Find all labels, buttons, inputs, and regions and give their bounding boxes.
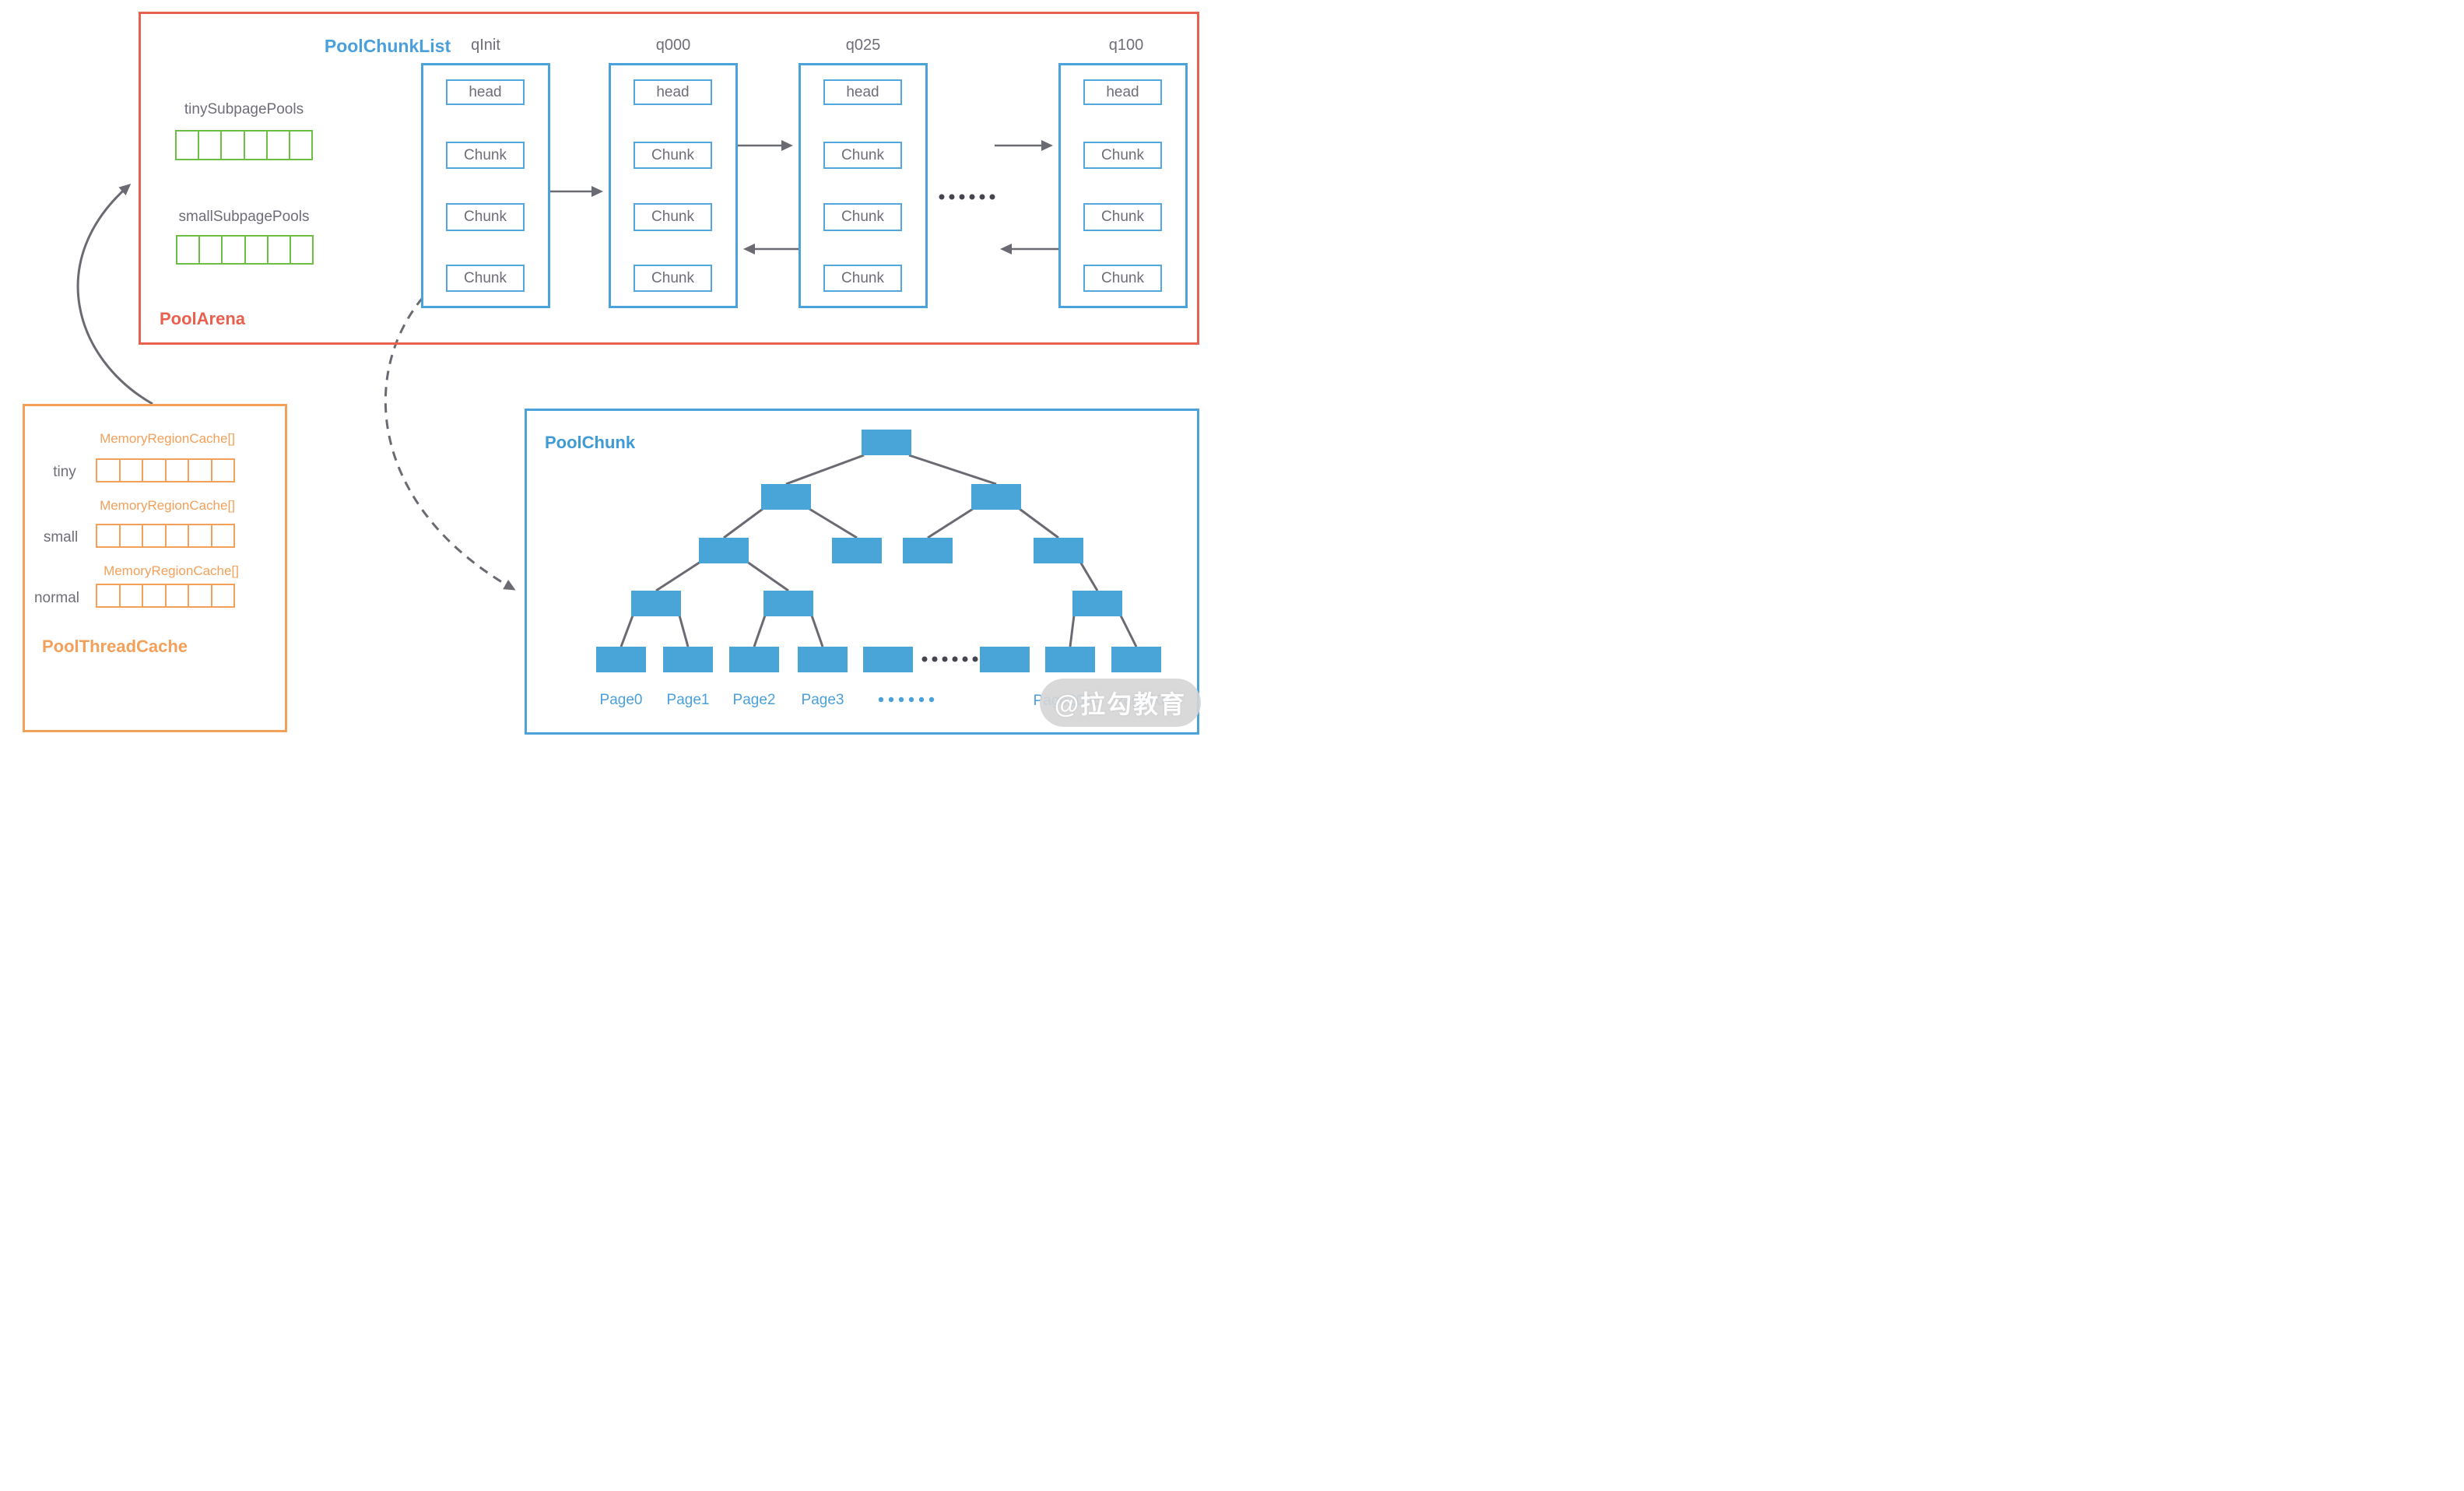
q025-chunk-cell-2: Chunk	[823, 203, 902, 231]
tree-node-l3-b	[832, 538, 882, 563]
tiny-subpage-pools-grid	[175, 130, 313, 160]
tree-node-l4-b	[763, 591, 813, 616]
q000-head-cell: head	[634, 79, 712, 105]
tree-leaf-page3	[798, 647, 848, 672]
qinit-chunk-cell-3: Chunk	[446, 265, 525, 292]
page1-label: Page1	[666, 692, 710, 708]
tree-node-l3-d	[1034, 538, 1083, 563]
pool-arena-box	[139, 12, 1199, 345]
q025-head-cell: head	[823, 79, 902, 105]
tree-leaf-page2	[729, 647, 779, 672]
tree-node-l3-a	[699, 538, 749, 563]
pool-arena-title: PoolArena	[160, 309, 246, 328]
tiny-cache-grid	[96, 458, 235, 482]
tree-node-l4-c	[1072, 591, 1122, 616]
tree-leaf-page1	[663, 647, 713, 672]
page2-label: Page2	[732, 692, 776, 708]
tree-node-l2-right	[971, 484, 1021, 510]
q100-chunk-cell-1: Chunk	[1083, 142, 1162, 169]
q000-chunk-cell-3: Chunk	[634, 265, 712, 292]
column-label-q000: q000	[655, 37, 691, 54]
memory-region-cache-label-normal: MemoryRegionCache[]	[104, 563, 239, 578]
small-subpage-pools-grid	[176, 235, 314, 265]
tree-leaf-page2046	[1045, 647, 1095, 672]
column-label-q025: q025	[845, 37, 881, 54]
small-row-label: small	[43, 529, 79, 546]
tree-leaf-mid-right	[980, 647, 1030, 672]
tree-node-l3-c	[903, 538, 953, 563]
tree-node-l4-a	[631, 591, 681, 616]
small-cache-grid	[96, 524, 235, 548]
pool-chunk-box	[525, 409, 1199, 735]
memory-region-cache-label-tiny: MemoryRegionCache[]	[100, 431, 235, 446]
q000-chunk-cell-2: Chunk	[634, 203, 712, 231]
page3-label: Page3	[801, 692, 844, 708]
watermark-badge: @拉勾教育	[1040, 679, 1201, 727]
q000-chunk-cell-1: Chunk	[634, 142, 712, 169]
tiny-subpage-pools-label: tinySubpagePools	[184, 101, 304, 118]
tree-node-root	[862, 430, 911, 455]
q100-chunk-cell-3: Chunk	[1083, 265, 1162, 292]
normal-cache-grid	[96, 584, 235, 608]
column-label-q100: q100	[1108, 37, 1144, 54]
small-subpage-pools-label: smallSubpagePools	[178, 209, 310, 225]
pool-chunk-title: PoolChunk	[545, 433, 636, 452]
qinit-chunk-cell-2: Chunk	[446, 203, 525, 231]
qinit-chunk-cell-1: Chunk	[446, 142, 525, 169]
tree-leaf-page2047	[1111, 647, 1161, 672]
q100-chunk-cell-2: Chunk	[1083, 203, 1162, 231]
q025-chunk-cell-3: Chunk	[823, 265, 902, 292]
pool-thread-cache-title: PoolThreadCache	[42, 637, 188, 656]
page0-label: Page0	[599, 692, 643, 708]
q100-head-cell: head	[1083, 79, 1162, 105]
pool-thread-cache-box	[23, 404, 287, 732]
column-label-qinit: qInit	[471, 37, 500, 54]
q025-chunk-cell-1: Chunk	[823, 142, 902, 169]
qinit-head-cell: head	[446, 79, 525, 105]
diagram-canvas: PoolArena PoolChunkList tinySubpagePools…	[0, 0, 1232, 746]
tree-node-l2-left	[761, 484, 811, 510]
tiny-row-label: tiny	[53, 464, 76, 480]
tree-leaf-mid-left	[863, 647, 913, 672]
normal-row-label: normal	[33, 590, 80, 606]
tree-leaf-page0	[596, 647, 646, 672]
pool-chunk-list-label: PoolChunkList	[324, 36, 451, 56]
memory-region-cache-label-small: MemoryRegionCache[]	[100, 498, 235, 513]
